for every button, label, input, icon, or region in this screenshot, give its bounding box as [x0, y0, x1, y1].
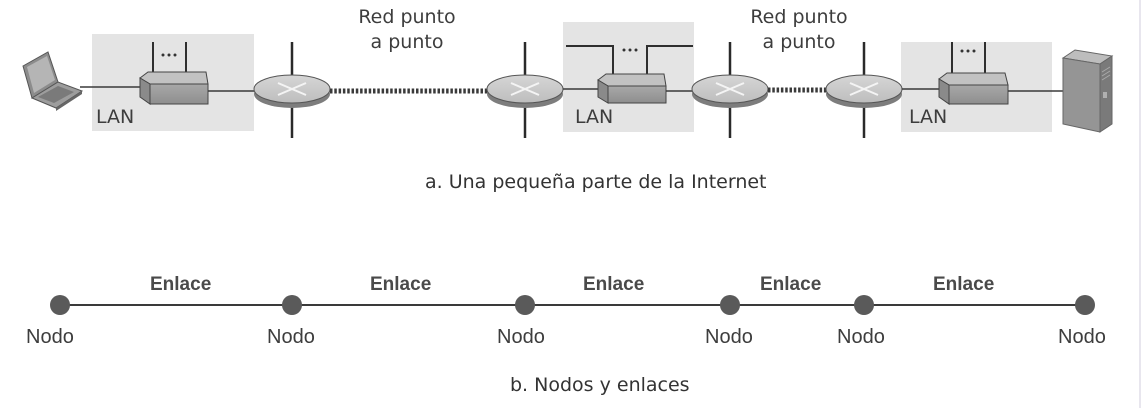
point-to-point-network-label: Red punto a punto: [740, 5, 858, 55]
caption-part-a: a. Una pequeña parte de la Internet: [425, 171, 767, 193]
point-to-point-network-label: Red punto a punto: [348, 5, 466, 55]
link-label: Enlace: [583, 274, 645, 295]
router-icon: [486, 42, 564, 138]
nodes-and-links-diagram: [50, 295, 1095, 315]
label-line: a punto: [370, 31, 444, 53]
lan-label: LAN: [96, 106, 135, 128]
label-line: Red punto: [358, 6, 456, 28]
node-dot: [1075, 295, 1095, 315]
switch-icon: [566, 45, 693, 104]
switch-icon: [139, 42, 209, 105]
node-label: Nodo: [497, 326, 545, 348]
node-label: Nodo: [837, 326, 885, 348]
node-dot: [282, 295, 302, 315]
node-dot: [720, 295, 740, 315]
link-label: Enlace: [150, 274, 212, 295]
node-label: Nodo: [26, 326, 74, 348]
node-dot: [50, 295, 70, 315]
node-label: Nodo: [705, 326, 753, 348]
server-tower-icon: [1061, 49, 1114, 133]
link-label: Enlace: [933, 274, 995, 295]
router-icon: [253, 42, 331, 138]
router-icon: [691, 42, 769, 138]
caption-part-b: b. Nodos y enlaces: [510, 374, 690, 396]
node-label: Nodo: [1058, 326, 1106, 348]
node-dot: [854, 295, 874, 315]
switch-icon: [938, 42, 1009, 105]
node-label: Nodo: [267, 326, 315, 348]
router-icon: [825, 42, 903, 138]
label-line: a punto: [762, 31, 836, 53]
link-label: Enlace: [370, 274, 432, 295]
lan-label: LAN: [575, 106, 614, 128]
node-dot: [515, 295, 535, 315]
link-label: Enlace: [760, 274, 822, 295]
laptop-icon: [22, 51, 84, 111]
label-line: Red punto: [750, 6, 848, 28]
lan-label: LAN: [909, 106, 948, 128]
page-border: [1139, 0, 1141, 408]
